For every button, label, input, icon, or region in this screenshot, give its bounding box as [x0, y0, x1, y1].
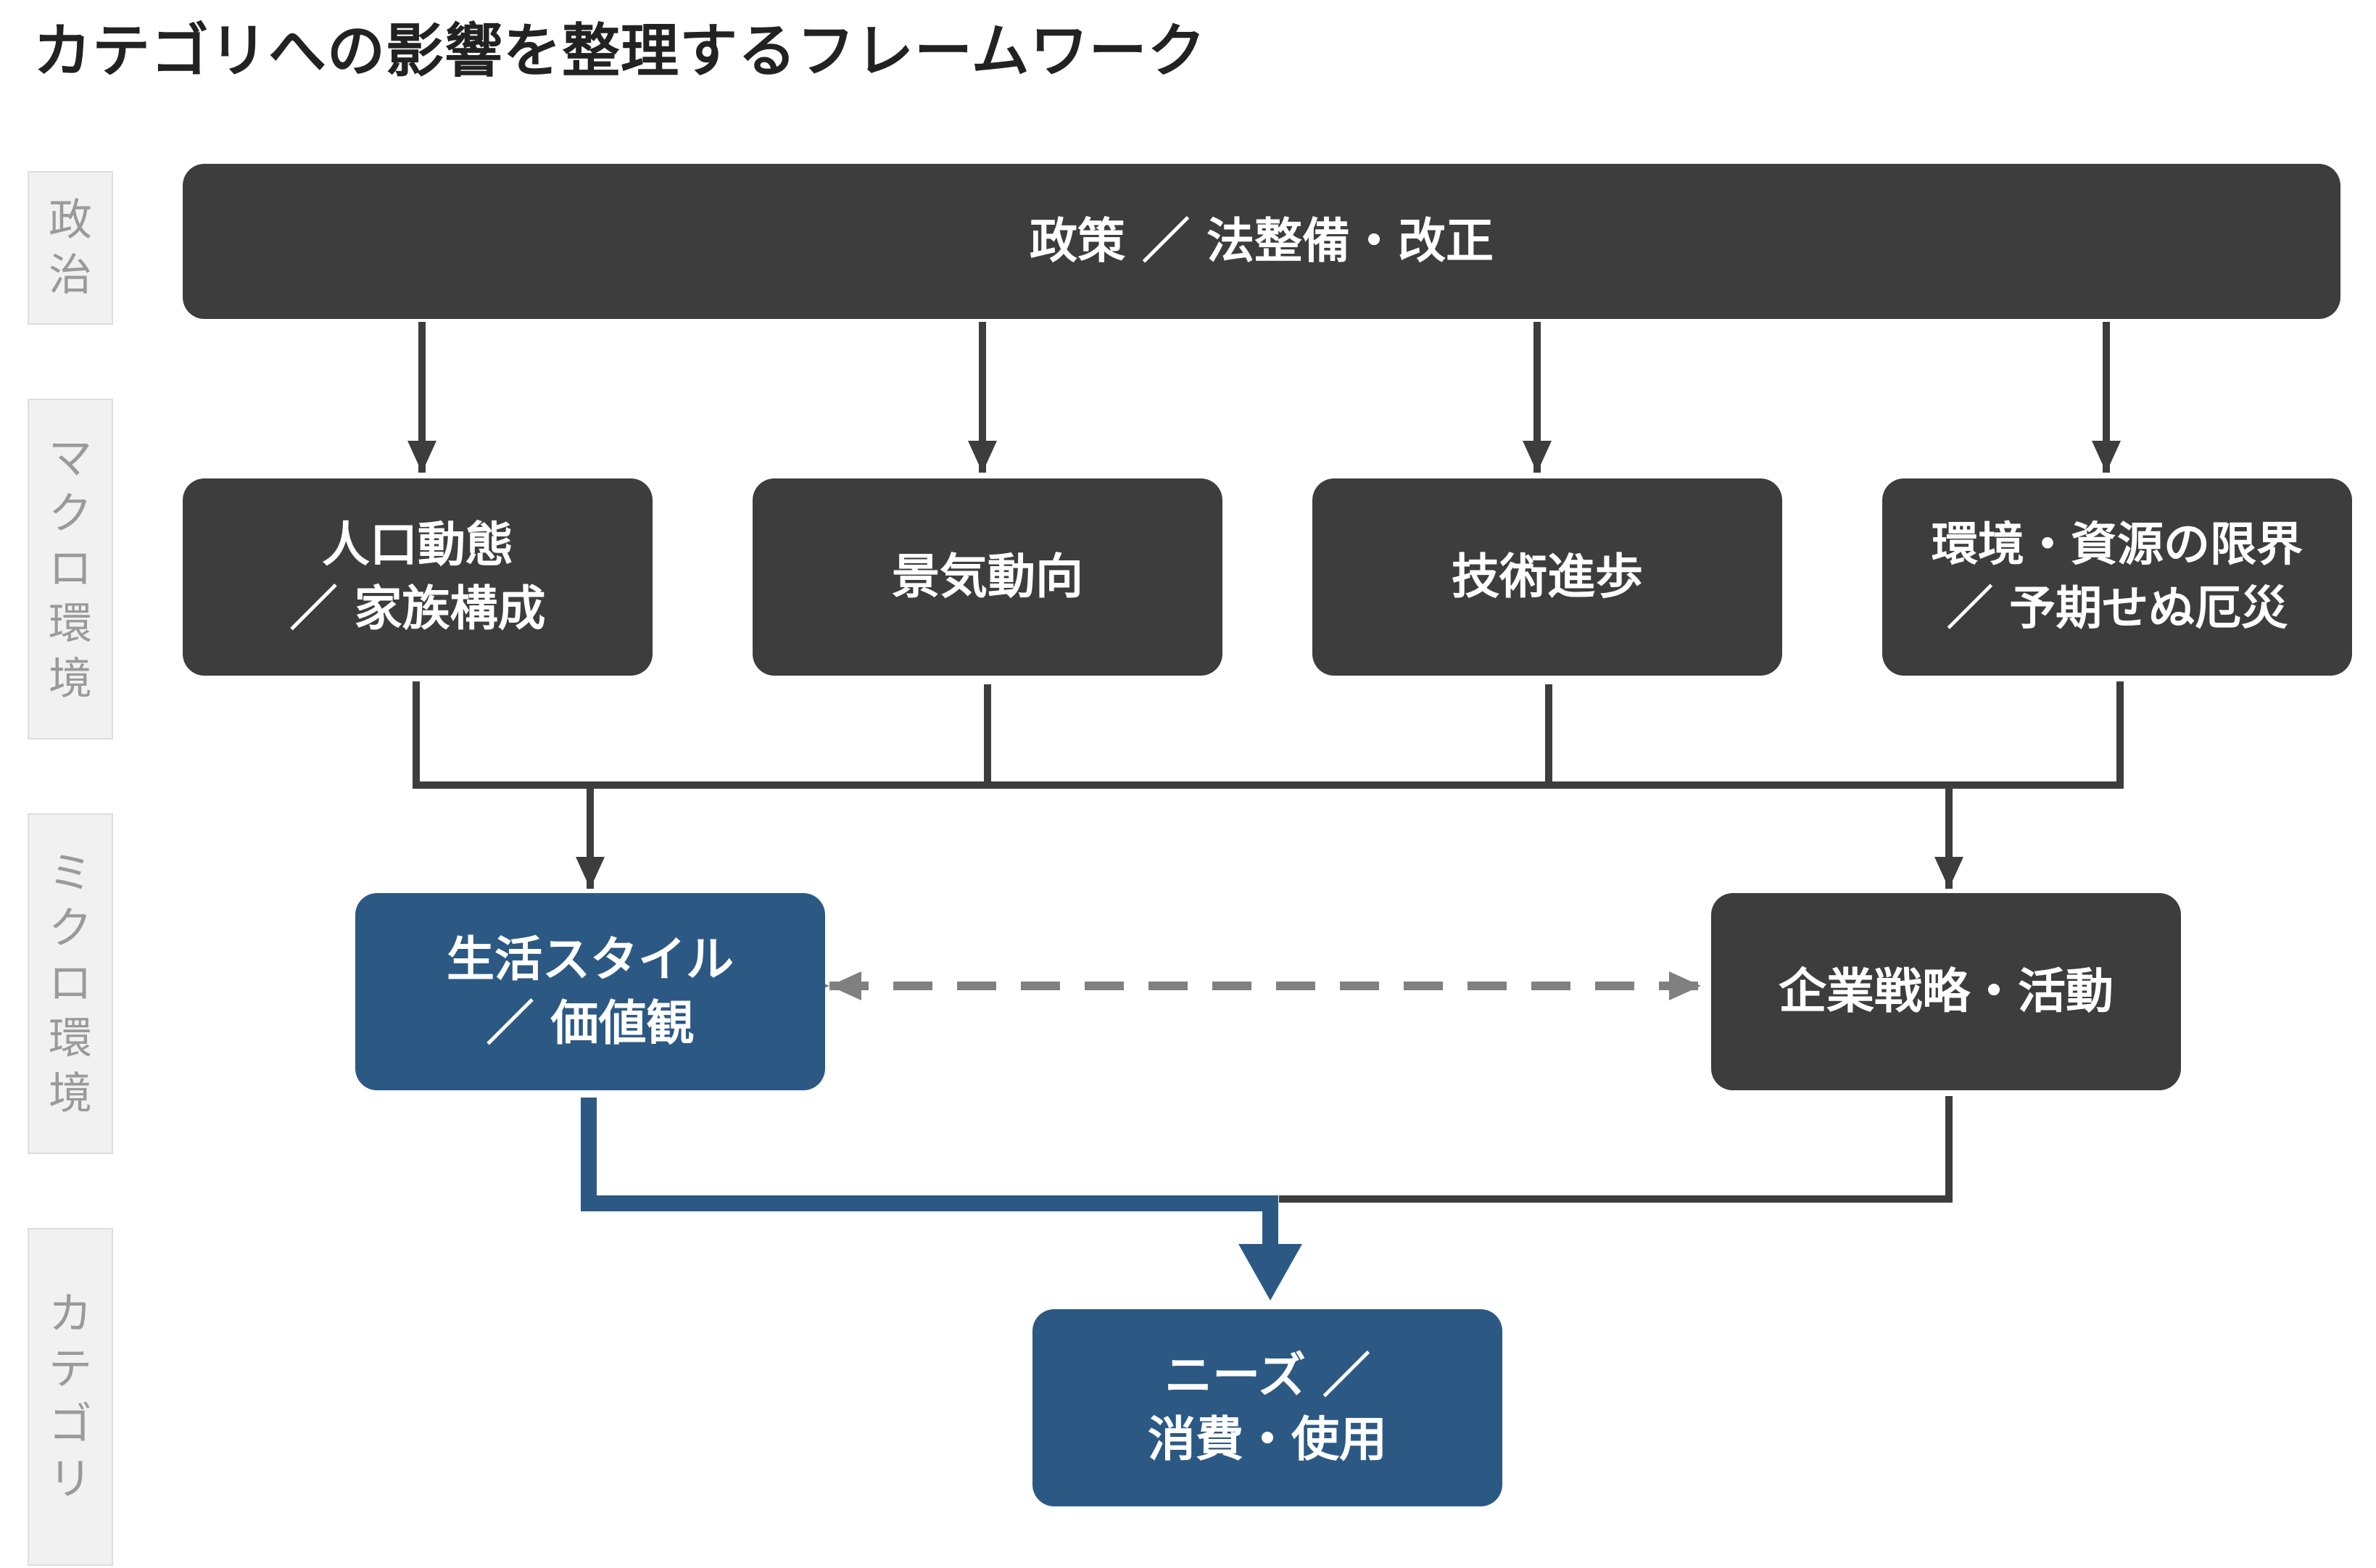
band-char: マ [49, 434, 92, 484]
band-char: ゴ [49, 1399, 92, 1450]
band-char: ロ [49, 544, 92, 594]
band-char: 政 [49, 195, 92, 246]
node-label: 景気動向 [892, 549, 1083, 605]
corporate-to-needs-connector [1279, 1096, 1953, 1203]
node-label: ／ 価値観 [486, 995, 695, 1051]
macro-merge-connector [413, 681, 2124, 789]
band-char: ク [49, 489, 92, 539]
node-policy: 政策 ／ 法整備・改正 [183, 164, 2340, 319]
band-char: カ [49, 1289, 92, 1340]
node-label: 企業戦略・活動 [1779, 963, 2114, 1019]
band-category: カ テ ゴ リ [28, 1228, 113, 1566]
node-corporate: 企業戦略・活動 [1711, 893, 2181, 1090]
node-label: 生活スタイル [447, 932, 734, 987]
node-environment: 環境・資源の限界 ／ 予期せぬ厄災 [1882, 478, 2352, 676]
node-label: 政策 ／ 法整備・改正 [1030, 213, 1494, 269]
arrow-head-needs [1238, 1244, 1302, 1301]
band-char: ク [49, 903, 92, 954]
node-lifestyle: 生活スタイル ／ 価値観 [355, 893, 825, 1090]
node-label: ／ 家族構成 [289, 581, 546, 636]
node-label: 消費・使用 [1148, 1411, 1387, 1467]
page-title: カテゴリへの影響を整理するフレームワーク [33, 17, 1206, 85]
node-label: ／ 予期せぬ厄災 [1946, 582, 2288, 636]
node-technology: 技術進歩 [1312, 478, 1782, 676]
band-macro-environment: マ ク ロ 環 境 [28, 399, 113, 739]
band-politics: 政 治 [28, 171, 113, 325]
band-char: 環 [49, 1013, 92, 1064]
node-demographics: 人口動態 ／ 家族構成 [183, 478, 653, 676]
node-label: 環境・資源の限界 [1932, 518, 2303, 572]
node-label: 人口動態 [322, 517, 513, 573]
lifestyle-to-needs-connector [581, 1098, 1278, 1247]
band-char: ミ [49, 848, 92, 899]
node-economy: 景気動向 [753, 478, 1222, 676]
dashed-arrow-head-left [829, 971, 861, 1000]
band-char: 境 [49, 654, 92, 705]
band-char: 治 [49, 250, 92, 301]
node-label: 技術進歩 [1452, 549, 1643, 605]
band-char: リ [49, 1454, 92, 1505]
band-char: ロ [49, 958, 92, 1009]
node-label: ニーズ ／ [1164, 1348, 1370, 1403]
band-micro-environment: ミ ク ロ 環 境 [28, 813, 113, 1154]
band-char: 環 [49, 599, 92, 650]
band-char: 境 [49, 1069, 92, 1119]
band-char: テ [49, 1344, 92, 1395]
node-needs: ニーズ ／ 消費・使用 [1032, 1309, 1502, 1506]
